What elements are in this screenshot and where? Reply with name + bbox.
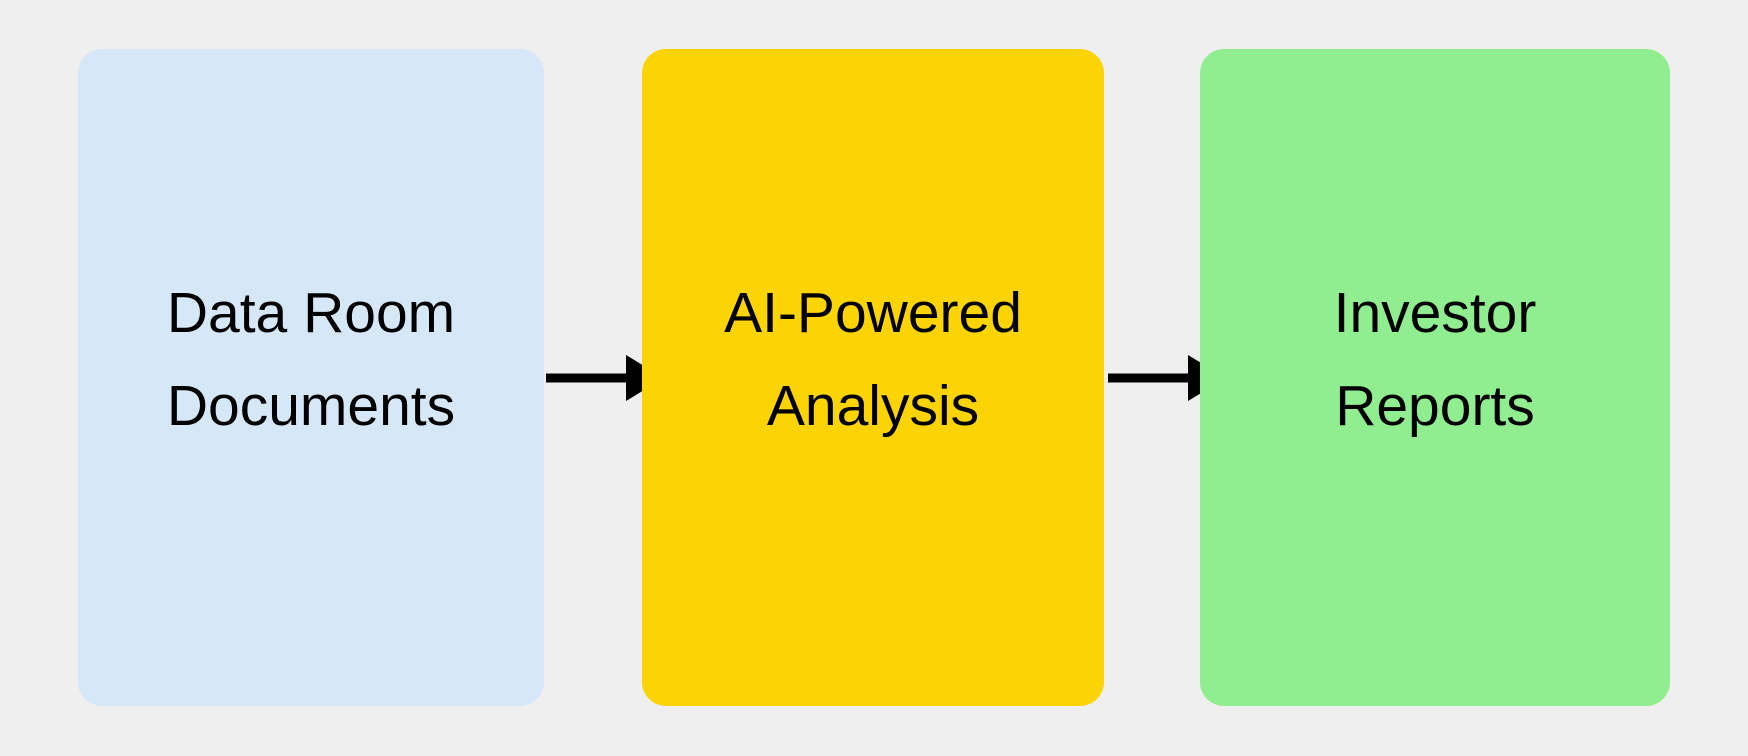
arrow-shaft <box>1108 373 1194 383</box>
node-investor-reports: Investor Reports <box>1200 49 1670 706</box>
arrow-shaft <box>546 373 632 383</box>
node-label-line2: Reports <box>1335 373 1535 438</box>
node-label-line1: AI-Powered <box>724 280 1022 345</box>
node-data-room-documents: Data Room Documents <box>78 49 544 706</box>
node-ai-powered-analysis: AI-Powered Analysis <box>642 49 1104 706</box>
node-label-line2: Analysis <box>766 373 980 438</box>
node-label-line1: Data Room <box>166 280 456 345</box>
node-label: Data Room Documents <box>167 267 455 453</box>
node-label-line2: Documents <box>166 373 456 438</box>
node-label-line1: Investor <box>1333 280 1537 345</box>
node-label: AI-Powered Analysis <box>724 267 1022 453</box>
node-label: Investor Reports <box>1334 267 1537 453</box>
